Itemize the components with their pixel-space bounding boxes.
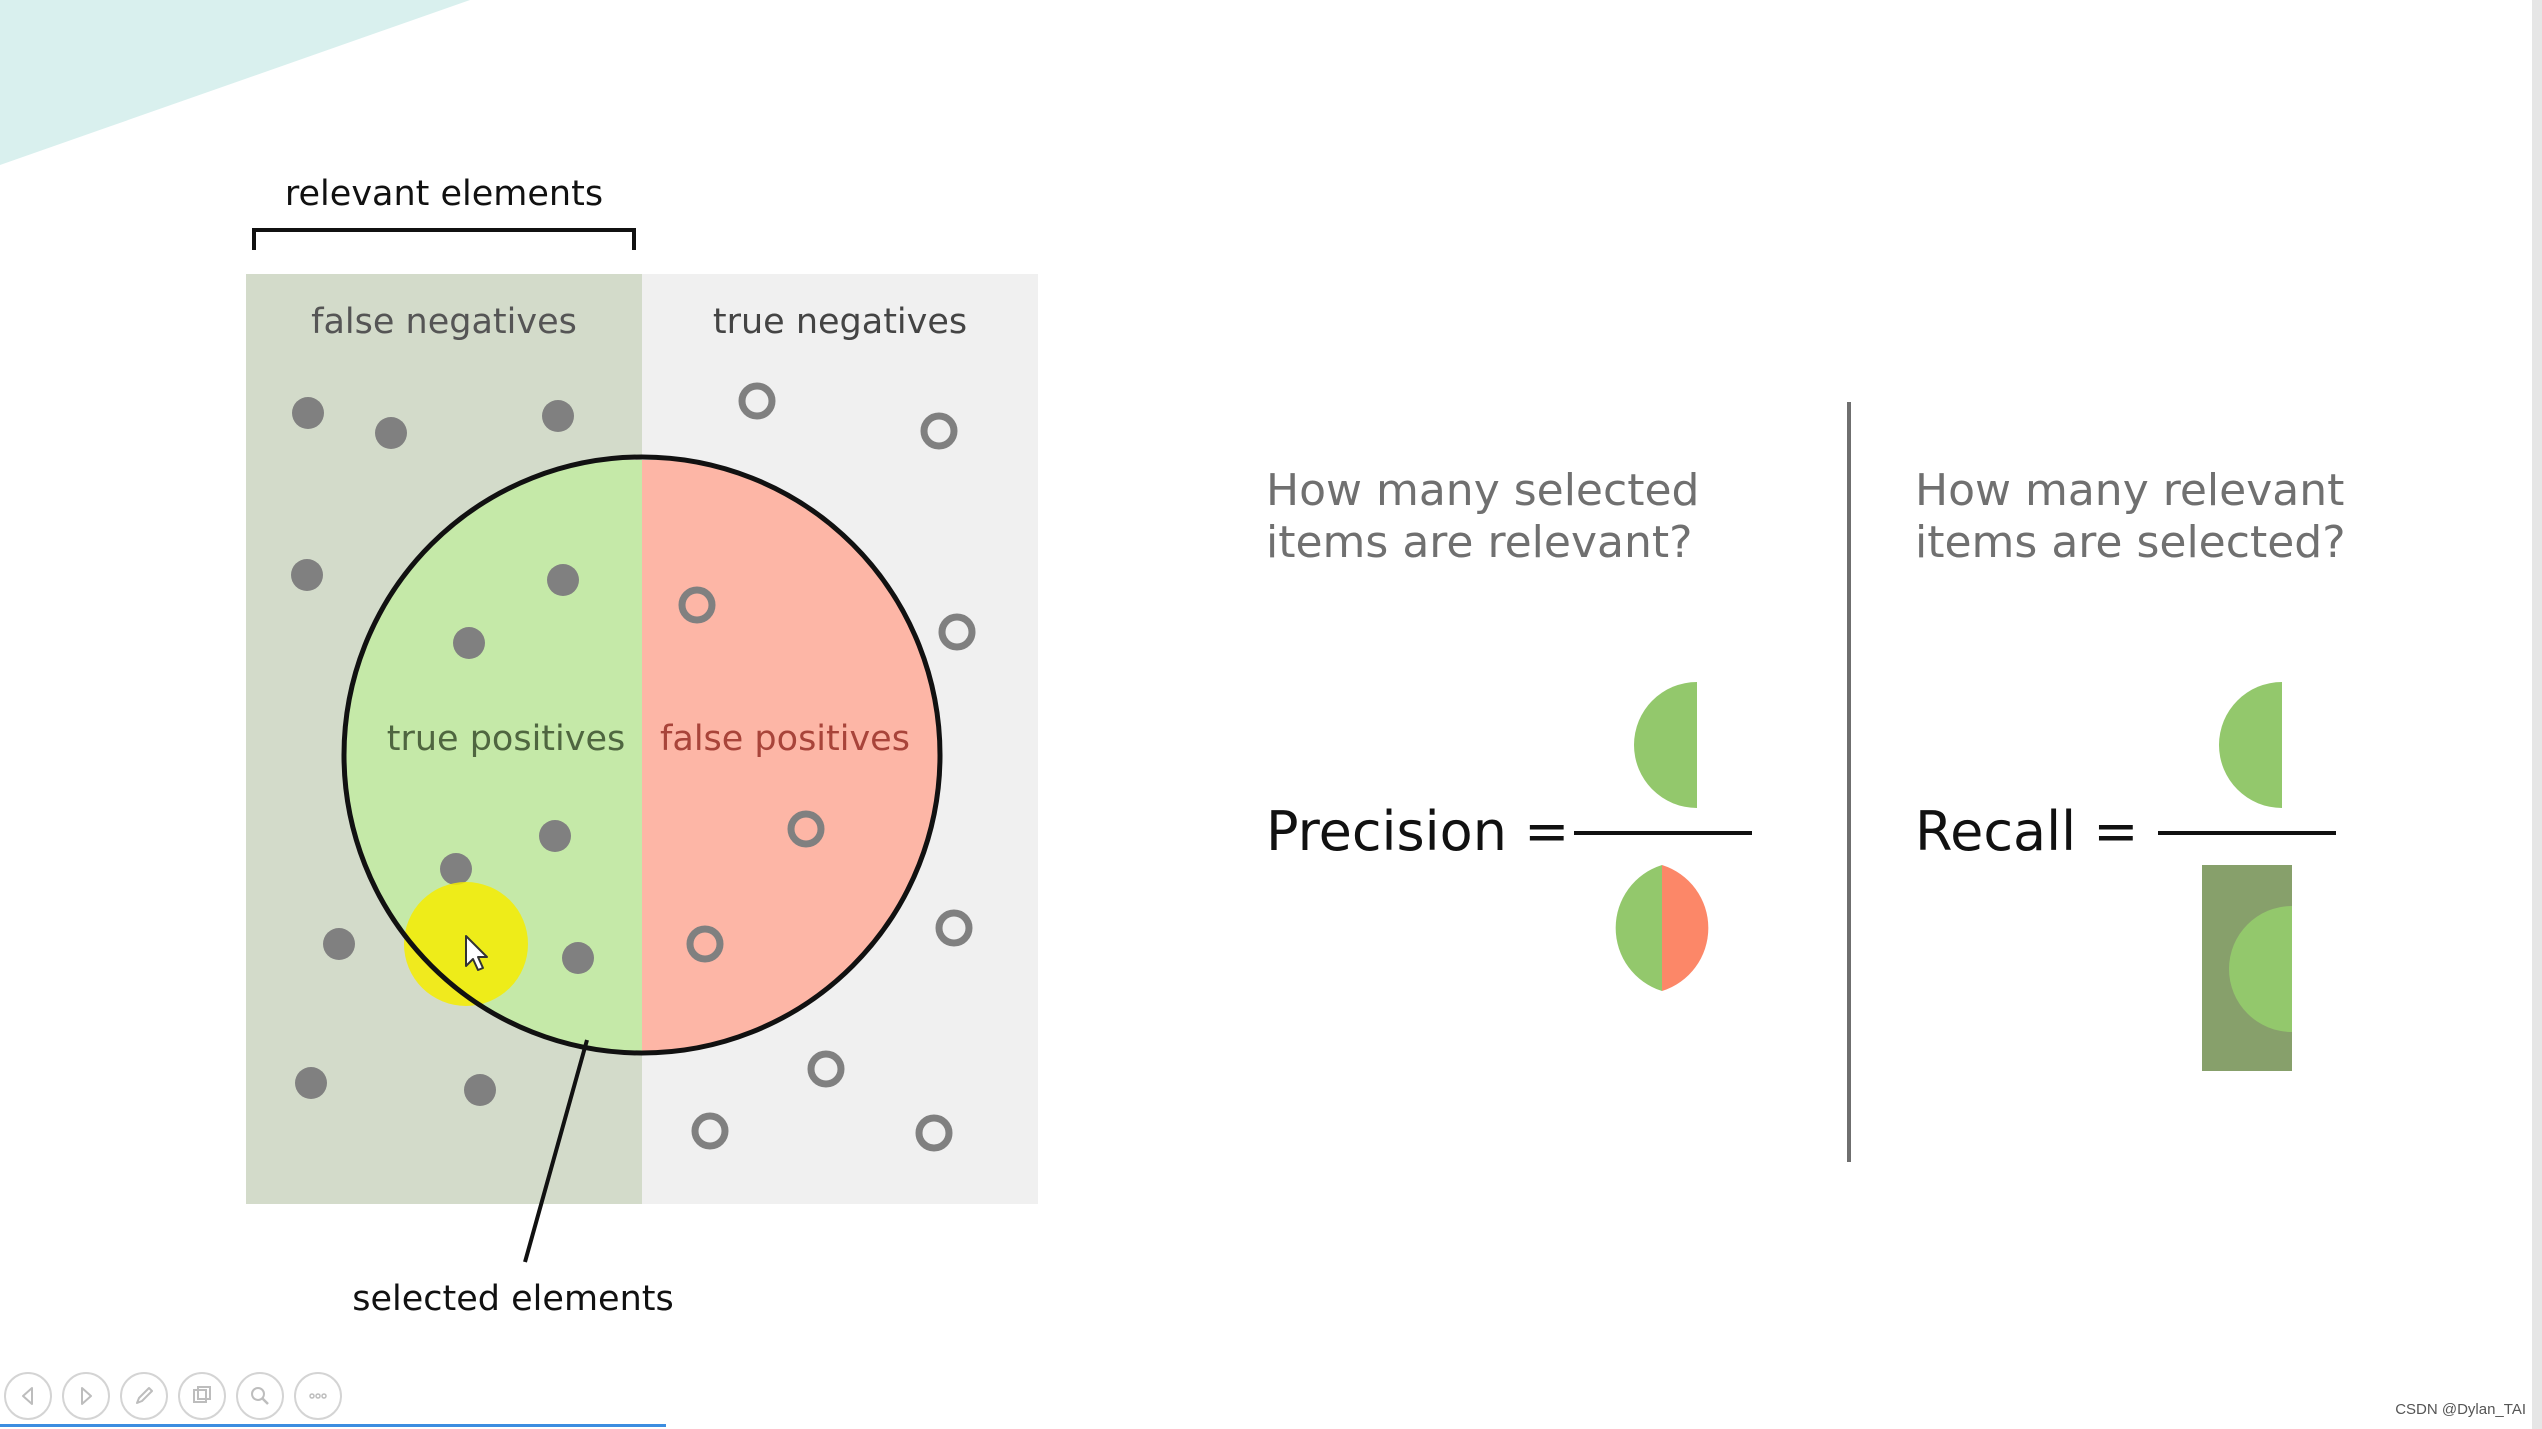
previous-button[interactable] [4, 1372, 52, 1420]
precision-question-line1: How many selected [1266, 465, 1699, 516]
relevant-dot [323, 928, 355, 960]
slide-progress-bar [0, 1424, 666, 1427]
relevant-dot [539, 820, 571, 852]
nonrelevant-dot [935, 909, 973, 947]
next-button[interactable] [62, 1372, 110, 1420]
precision-label: Precision = [1266, 800, 1569, 863]
recall-label: Recall = [1915, 800, 2139, 863]
relevant-dot [562, 942, 594, 974]
relevant-dot [542, 400, 574, 432]
next-icon [81, 1387, 92, 1405]
relevant-dots [291, 397, 594, 1106]
relevant-bracket [252, 228, 636, 250]
relevant-dot [375, 417, 407, 449]
precision-denominator-green-half [1615, 865, 1662, 991]
pen-button[interactable] [120, 1372, 168, 1420]
nonrelevant-dot [691, 1112, 729, 1150]
relevant-dot [291, 559, 323, 591]
false-positives-region [642, 460, 940, 1053]
more-button[interactable] [294, 1372, 342, 1420]
relevant-elements-label: relevant elements [285, 174, 603, 214]
nonrelevant-dot [920, 412, 958, 450]
precision-question-line2: items are relevant? [1266, 517, 1692, 568]
slideshow-toolbar [4, 1372, 342, 1424]
false-positives-label: false positives [660, 719, 910, 759]
nonrelevant-dot [678, 586, 716, 624]
nonrelevant-dot [787, 810, 825, 848]
recall-question-line2: items are selected? [1915, 517, 2346, 568]
relevant-dot [292, 397, 324, 429]
zoom-icon [251, 1387, 269, 1405]
nonrelevant-dot [807, 1050, 845, 1088]
relevant-dot [440, 853, 472, 885]
precision-denominator-red-half [1662, 865, 1709, 991]
selected-elements-circle [341, 454, 943, 1056]
relevant-dot [453, 627, 485, 659]
recall-question-line1: How many relevant [1915, 465, 2344, 516]
relevant-dot [547, 564, 579, 596]
selected-pointer-line [523, 1039, 589, 1263]
nonrelevant-dot [738, 382, 776, 420]
recall-denominator-half-circle [2229, 906, 2292, 1032]
nonrelevant-dot [686, 925, 724, 963]
true-negatives-label: true negatives [713, 302, 967, 342]
more-icon [309, 1393, 327, 1399]
selected-elements-label: selected elements [352, 1279, 673, 1319]
recall-numerator-half-circle [2219, 682, 2282, 808]
relevant-dot [295, 1067, 327, 1099]
corner-accent [0, 0, 470, 165]
pen-icon [136, 1387, 153, 1404]
zoom-button[interactable] [236, 1372, 284, 1420]
true-positives-label: true positives [387, 719, 625, 759]
cursor-icon [465, 935, 488, 971]
slides-icon [193, 1386, 211, 1403]
window-right-border [2532, 0, 2542, 1429]
nonrelevant-dot [915, 1114, 953, 1152]
precision-numerator-half-circle [1634, 682, 1697, 808]
false-negatives-label: false negatives [311, 302, 577, 342]
nonrelevant-dots [678, 382, 976, 1152]
nonrelevant-dot [938, 613, 976, 651]
slides-button[interactable] [178, 1372, 226, 1420]
watermark-credit: CSDN @Dylan_TAI [2395, 1401, 2526, 1418]
previous-icon [22, 1387, 33, 1405]
relevant-dot [464, 1074, 496, 1106]
